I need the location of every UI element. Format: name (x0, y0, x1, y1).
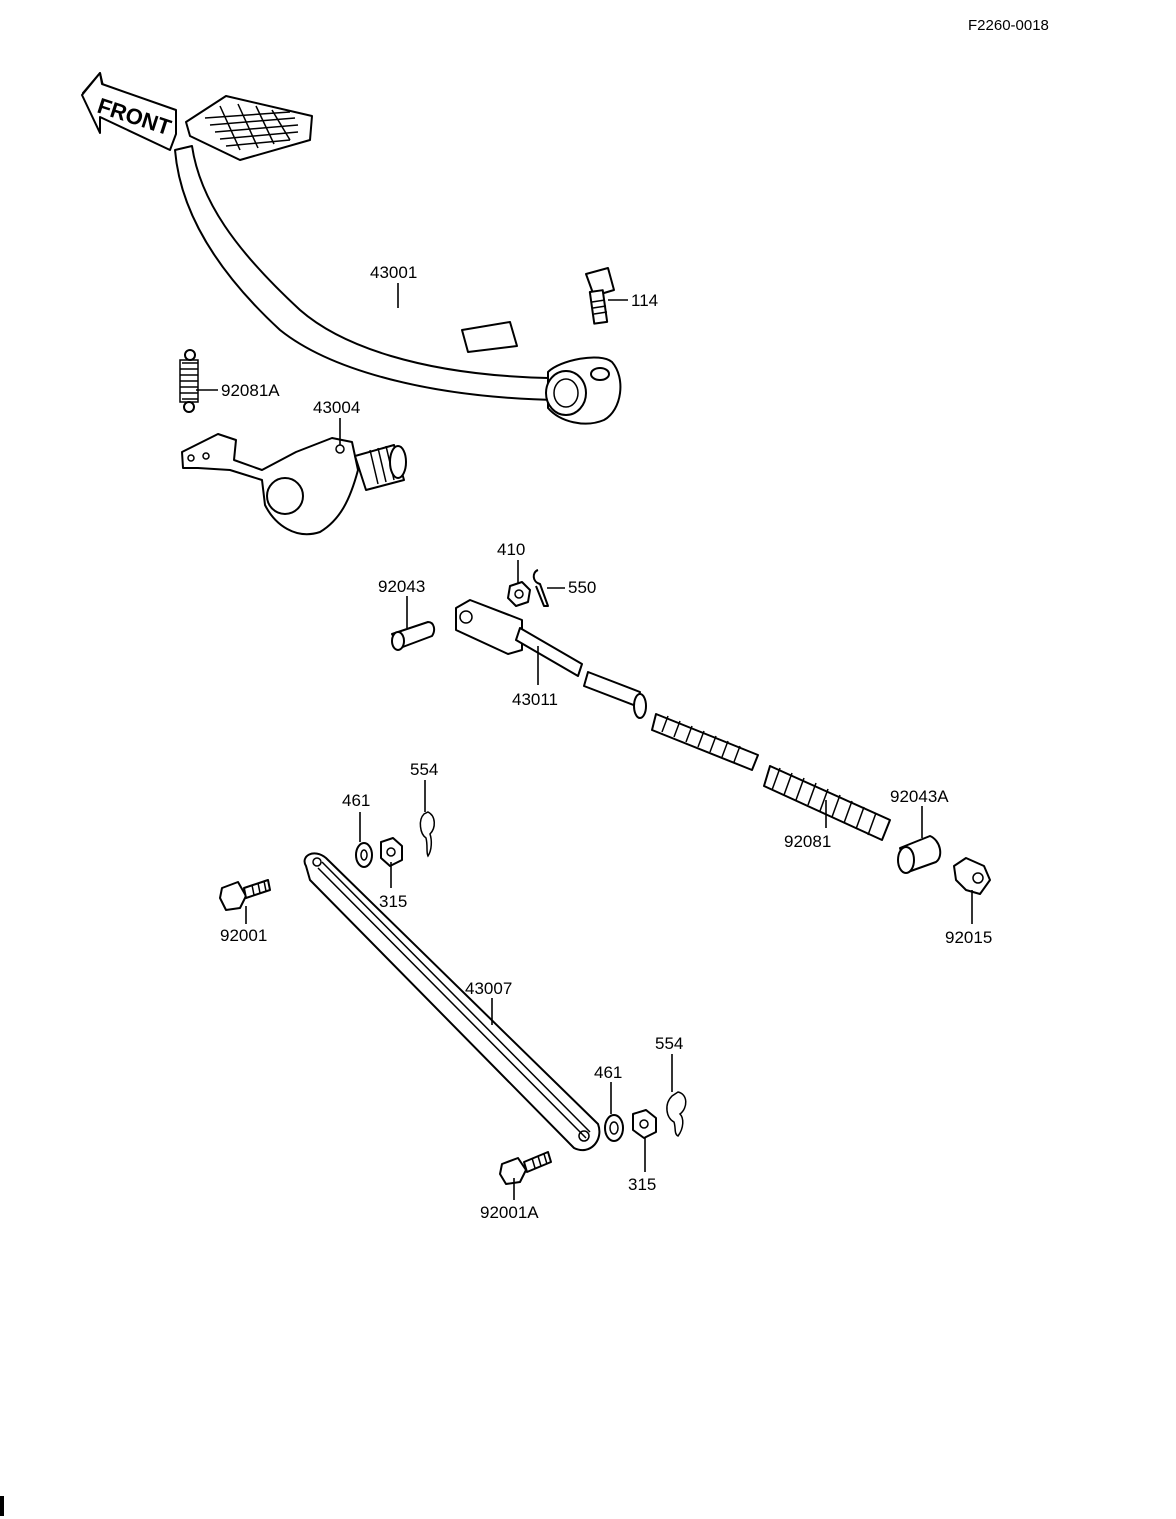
callout-554-top: 554 (410, 760, 438, 779)
adjuster-92043A (897, 835, 942, 874)
callout-92081: 92081 (784, 832, 831, 851)
bolt-92001 (219, 879, 271, 911)
callout-554-bottom: 554 (655, 1034, 683, 1053)
callout-410: 410 (497, 540, 525, 559)
callout-92043: 92043 (378, 577, 425, 596)
bolt-114 (585, 267, 615, 325)
callout-550: 550 (568, 578, 596, 597)
clip-554-bottom (666, 1091, 687, 1137)
callout-labels: 43001 114 92081A 43004 410 550 92043 430… (220, 263, 992, 1222)
nut-410 (507, 581, 531, 607)
callout-43001: 43001 (370, 263, 417, 282)
link-rod-43007 (303, 852, 601, 1151)
callout-43011: 43011 (512, 690, 558, 709)
leader-lines (196, 283, 973, 1200)
callout-461-top: 461 (342, 791, 370, 810)
pin-92043 (391, 621, 436, 651)
callout-43004: 43004 (313, 398, 360, 417)
callout-114: 114 (631, 291, 658, 310)
reference-code: F2260-0018 (968, 17, 1049, 34)
front-arrow-icon: FRONT (81, 72, 177, 151)
callout-315-top: 315 (379, 892, 407, 911)
nut-315-top (380, 837, 403, 867)
spring-92081 (763, 765, 891, 841)
brake-pedal-43001 (174, 95, 622, 425)
callout-315-bottom: 315 (628, 1175, 656, 1194)
callout-92043A: 92043A (890, 787, 949, 806)
brake-rod-43011 (455, 599, 759, 771)
callout-461-bottom: 461 (594, 1063, 622, 1082)
nut-92015 (953, 857, 991, 895)
clip-554-top (419, 811, 435, 858)
callout-92001: 92001 (220, 926, 267, 945)
callout-92001A: 92001A (480, 1203, 539, 1222)
callout-43007: 43007 (465, 979, 512, 998)
callout-92081A: 92081A (221, 381, 280, 400)
bolt-92001A (499, 1151, 552, 1185)
spring-92081A (179, 349, 199, 413)
brake-lever-43004 (181, 433, 407, 536)
callout-92015: 92015 (945, 928, 992, 947)
cotter-pin-550 (532, 569, 549, 607)
scan-mark (0, 1496, 4, 1516)
washer-461-bottom (604, 1114, 624, 1142)
nut-315-bottom (632, 1109, 657, 1139)
washer-461-top (355, 842, 373, 868)
